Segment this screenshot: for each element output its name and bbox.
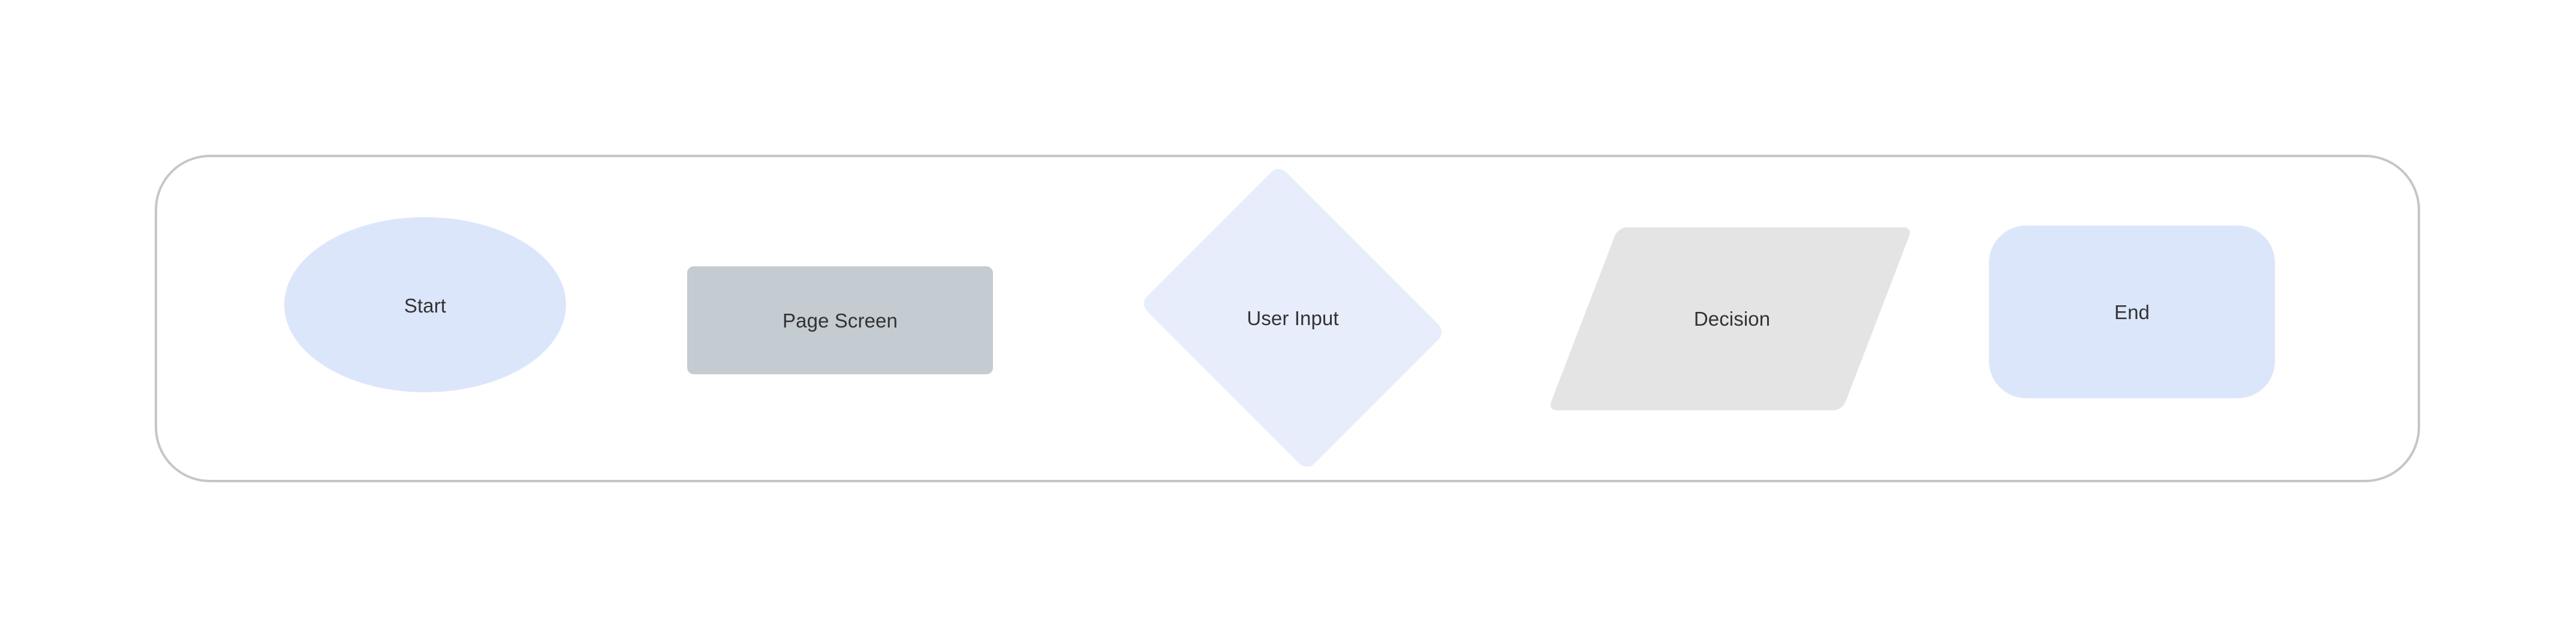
flow-node-decision[interactable]: Decision: [1548, 227, 1913, 410]
flow-node-end[interactable]: End: [1989, 226, 2275, 398]
flow-node-page-screen[interactable]: Page Screen: [687, 266, 993, 374]
flowchart-container: Start Page Screen User Input Decision En…: [155, 155, 2420, 482]
flow-node-start-label: Start: [404, 295, 447, 317]
rounded-rectangle-shape: [687, 266, 993, 374]
flow-node-page-screen-label: Page Screen: [783, 309, 898, 332]
ellipse-shape: [284, 217, 566, 392]
flow-node-user-input-label: User Input: [1247, 307, 1339, 329]
pill-shape: [1989, 226, 2275, 398]
flow-node-end-label: End: [2114, 301, 2150, 323]
flow-node-start[interactable]: Start: [284, 217, 566, 392]
flow-node-decision-label: Decision: [1693, 308, 1771, 330]
flow-node-user-input[interactable]: User Input: [1126, 164, 1460, 471]
